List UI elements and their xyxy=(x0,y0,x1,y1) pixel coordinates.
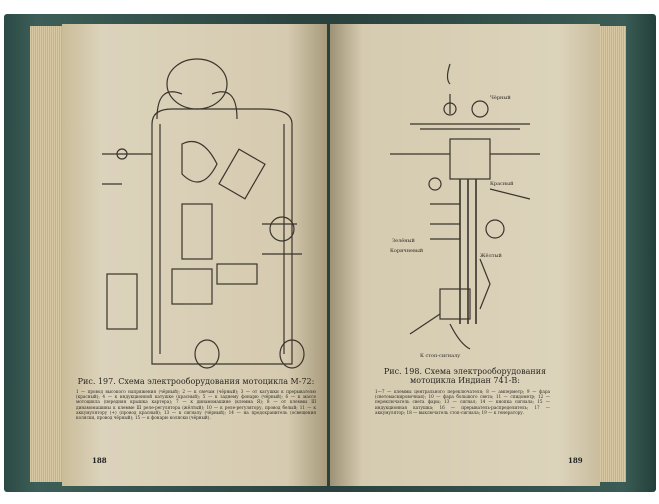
figure-legend: 1 — провод высокого напряжения (чёрный);… xyxy=(76,389,316,421)
page-number: 189 xyxy=(568,456,583,465)
diagram-label: Зелёный xyxy=(392,238,415,244)
page-edges-left xyxy=(30,26,64,482)
diagram-label: К стоп-сигналу xyxy=(420,353,461,359)
diagram-label: Красный xyxy=(490,181,514,187)
wiring-diagram-indian-741b xyxy=(390,63,540,350)
diagram-label: Коричневый xyxy=(390,248,424,254)
right-page: Чёрный Красный Зелёный Коричневый Жёлтый… xyxy=(330,24,600,486)
wiring-diagram-m72 xyxy=(102,58,305,369)
page-edges-right xyxy=(598,26,626,482)
page-number: 188 xyxy=(92,456,107,465)
figure-legend: 1—7 — клеммы центрального переключателя;… xyxy=(375,389,550,415)
diagram-label: Чёрный xyxy=(490,95,511,101)
figure-caption: Рис. 197. Схема электрооборудования мото… xyxy=(77,377,315,386)
figure-caption: Рис. 198. Схема электрооборудования мото… xyxy=(383,367,547,385)
diagram-label: Жёлтый xyxy=(480,253,502,259)
left-page: Рис. 197. Схема электрооборудования мото… xyxy=(62,24,327,486)
